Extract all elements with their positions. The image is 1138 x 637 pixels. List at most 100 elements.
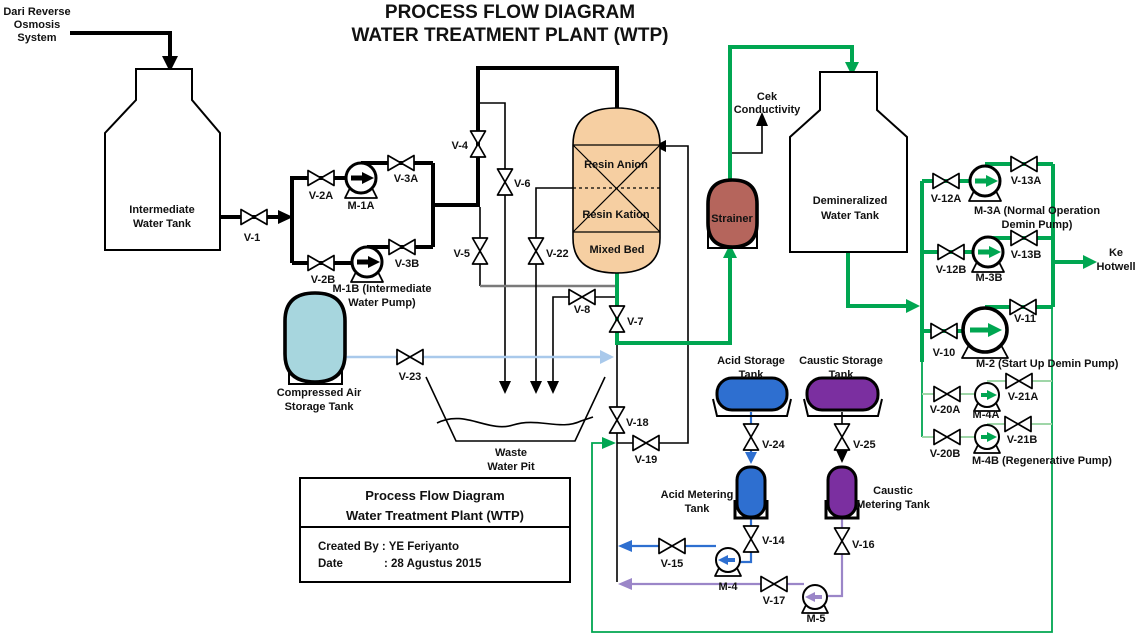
arrow-air — [600, 350, 614, 364]
label-m4a: M-4A — [973, 409, 1000, 421]
label-v3a: V-3A — [394, 173, 419, 185]
valve-v16 — [833, 527, 851, 555]
label-v17: V-17 — [763, 595, 786, 607]
compressed-air-tank — [283, 291, 347, 385]
valve-v18 — [608, 406, 626, 434]
label-v5: V-5 — [453, 248, 470, 260]
valve-v21b — [1004, 415, 1032, 433]
valve-v13b — [1010, 229, 1038, 247]
waste-pit-label1: Waste — [495, 447, 527, 459]
arrow-caustic-metering — [836, 450, 848, 463]
caustic-storage-label2: Tank — [829, 369, 855, 381]
valve-v24 — [742, 423, 760, 451]
arrow-acid-dosing — [618, 540, 632, 552]
valve-v6 — [496, 168, 514, 196]
pipe-mixedbed-feed — [433, 66, 619, 207]
label-v21b: V-21B — [1007, 434, 1038, 446]
arrow-drain-2 — [530, 381, 542, 394]
arrow-regen-loop — [602, 437, 616, 449]
acid-metering-label1: Acid Metering — [661, 489, 734, 501]
label-m3b: M-3B — [976, 272, 1003, 284]
arrow-demin-in — [845, 62, 859, 76]
demin-tank-label2: Water Tank — [821, 210, 880, 222]
label-m3a-line1: M-3A (Normal Operation — [974, 205, 1100, 217]
valve-v25 — [833, 423, 851, 451]
caustic-storage-label1: Caustic Storage — [799, 355, 883, 367]
label-v10: V-10 — [933, 347, 956, 359]
diagram-title-line1: PROCESS FLOW DIAGRAM — [385, 2, 635, 23]
arrow-tank-outlet — [278, 210, 293, 224]
pump-m3a — [967, 164, 1003, 203]
acid-storage-label1: Acid Storage — [717, 355, 785, 367]
pipe-v6-drain — [478, 102, 506, 382]
label-v7: V-7 — [627, 316, 644, 328]
label-v6: V-6 — [514, 178, 531, 190]
valve-v22 — [527, 237, 545, 265]
arrow-ro-feed — [162, 56, 178, 72]
pump-m5 — [801, 584, 829, 614]
label-m4b: M-4B (Regenerative Pump) — [972, 455, 1112, 467]
valve-v20b — [933, 428, 961, 446]
label-m1b-line1: M-1B (Intermediate — [332, 283, 431, 295]
arrow-strainer-in — [723, 244, 737, 258]
source-note-line2: Osmosis — [14, 19, 60, 31]
acid-storage-label2: Tank — [739, 369, 765, 381]
title-block-date-value: : 28 Agustus 2015 — [384, 558, 482, 570]
label-m1b-line2: Water Pump) — [348, 297, 416, 309]
valve-v13a — [1010, 155, 1038, 173]
air-tank-label1: Compressed Air — [277, 387, 362, 399]
pump-m2 — [960, 306, 1010, 360]
valve-v1 — [240, 208, 268, 226]
acid-metering-label2: Tank — [685, 503, 711, 515]
label-v13b: V-13B — [1011, 249, 1042, 261]
label-v20a: V-20A — [930, 404, 961, 416]
caustic-storage-tank — [803, 376, 883, 417]
label-v11: V-11 — [1014, 313, 1036, 325]
label-m2: M-2 (Start Up Demin Pump) — [976, 358, 1119, 370]
label-v15: V-15 — [661, 558, 684, 570]
source-note-line3: System — [17, 32, 56, 44]
valve-v21a — [1005, 372, 1033, 390]
valve-v2a — [307, 169, 335, 187]
intermediate-tank-label2: Water Tank — [133, 218, 192, 230]
air-tank-label2: Storage Tank — [285, 401, 355, 413]
pipe-acid-metering-out — [740, 517, 753, 564]
resin-anion-label: Resin Anion — [584, 159, 648, 171]
cek-conductivity-label2: Conductivity — [734, 104, 801, 116]
valve-v3a — [387, 154, 415, 172]
valve-v8 — [568, 288, 596, 306]
waste-water-pit — [425, 376, 606, 442]
resin-kation-label: Resin Kation — [582, 209, 650, 221]
intermediate-water-tank — [104, 68, 221, 251]
label-v1: V-1 — [244, 232, 261, 244]
label-m4: M-4 — [719, 581, 739, 593]
label-v13a: V-13A — [1011, 175, 1042, 187]
acid-metering-tank — [733, 465, 769, 520]
pump-m4a — [973, 382, 1001, 412]
label-v22: V-22 — [546, 248, 569, 260]
valve-v5 — [471, 237, 489, 265]
valve-v10 — [930, 322, 958, 340]
intermediate-tank-label1: Intermediate — [129, 204, 194, 216]
ke-hotwell-label1: Ke — [1109, 247, 1123, 259]
valve-v12a — [932, 172, 960, 190]
title-block-date-label: Date — [318, 558, 343, 570]
label-v21a: V-21A — [1008, 391, 1039, 403]
caustic-metering-label2: Metering Tank — [856, 499, 931, 511]
pipe-ro-feed — [70, 31, 172, 56]
label-m3a-line2: Demin Pump) — [1002, 219, 1073, 231]
acid-storage-tank — [712, 376, 792, 417]
valve-v3b — [388, 238, 416, 256]
waste-pit-label2: Water Pit — [487, 461, 535, 473]
valve-v4 — [469, 130, 487, 158]
label-v19: V-19 — [635, 454, 658, 466]
arrow-caustic-dosing — [618, 578, 632, 590]
valve-v17 — [760, 575, 788, 593]
valve-v7 — [608, 305, 626, 333]
mixed-bed-label: Mixed Bed — [589, 244, 644, 256]
label-v14: V-14 — [762, 535, 786, 547]
pipe-strainer-out — [728, 45, 854, 179]
pipe-cek — [730, 124, 763, 154]
label-v20b: V-20B — [930, 448, 961, 460]
label-v18: V-18 — [626, 417, 649, 429]
